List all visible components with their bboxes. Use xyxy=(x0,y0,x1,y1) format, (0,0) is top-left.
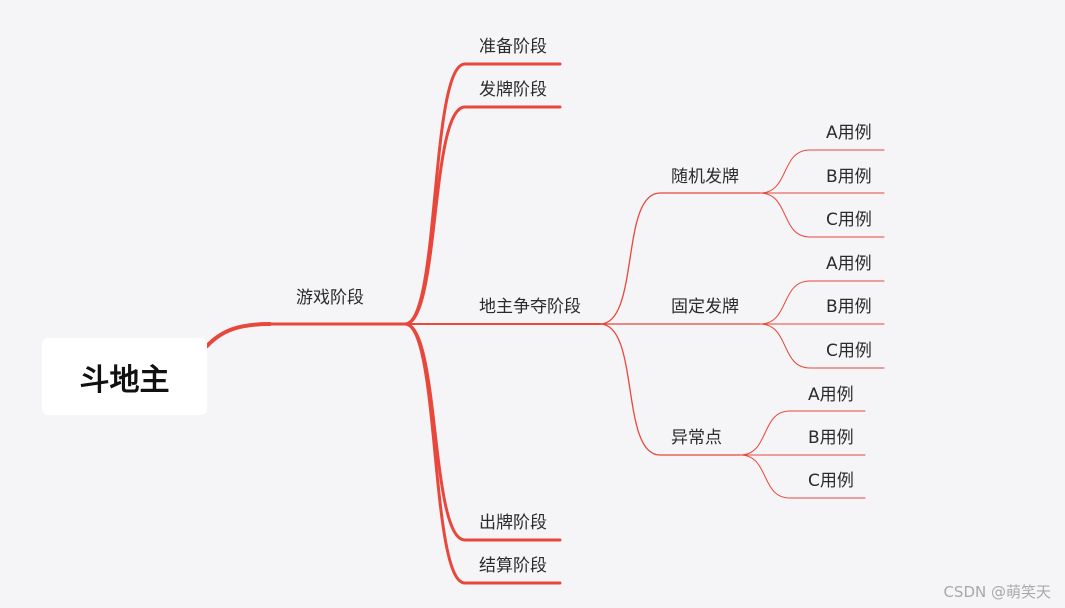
node-fixed-case-c[interactable]: C用例 xyxy=(826,341,872,361)
node-game-stage[interactable]: 游戏阶段 xyxy=(296,288,364,308)
connector-fixed-c xyxy=(759,323,885,369)
node-landlord-stage[interactable]: 地主争夺阶段 xyxy=(479,297,581,317)
connector-abnormal-c xyxy=(739,454,866,499)
node-abnormal-case-b[interactable]: B用例 xyxy=(808,428,854,448)
root-label: 斗地主 xyxy=(79,362,170,398)
node-fixed-deal[interactable]: 固定发牌 xyxy=(671,297,739,317)
node-random-deal[interactable]: 随机发牌 xyxy=(671,167,739,187)
connector-root-level1 xyxy=(205,322,272,348)
connector-random xyxy=(599,192,761,325)
node-random-case-b[interactable]: B用例 xyxy=(826,167,872,187)
node-abnormal-case-c[interactable]: C用例 xyxy=(808,471,854,491)
node-prepare-stage[interactable]: 准备阶段 xyxy=(479,37,547,57)
connector-abnormal-a xyxy=(739,410,866,456)
node-random-case-a[interactable]: A用例 xyxy=(826,123,872,143)
connector-deal xyxy=(403,105,562,326)
node-settle-stage[interactable]: 结算阶段 xyxy=(479,556,547,576)
node-abnormal-point[interactable]: 异常点 xyxy=(671,428,722,448)
connector-abnormal xyxy=(599,323,741,456)
connector-random-a xyxy=(759,149,885,194)
connector-prepare xyxy=(403,62,562,326)
connector-play xyxy=(403,322,562,542)
node-fixed-case-a[interactable]: A用例 xyxy=(826,254,872,274)
node-play-stage[interactable]: 出牌阶段 xyxy=(479,513,547,533)
node-abnormal-case-a[interactable]: A用例 xyxy=(808,385,854,405)
root-node[interactable]: 斗地主 xyxy=(42,338,207,415)
connector-settle xyxy=(403,322,562,585)
watermark: CSDN @萌笑天 xyxy=(943,583,1051,601)
node-random-case-c[interactable]: C用例 xyxy=(826,210,872,230)
connector-fixed-a xyxy=(759,280,885,325)
node-deal-stage[interactable]: 发牌阶段 xyxy=(479,80,547,100)
connector-random-c xyxy=(759,192,885,238)
node-fixed-case-b[interactable]: B用例 xyxy=(826,297,872,317)
